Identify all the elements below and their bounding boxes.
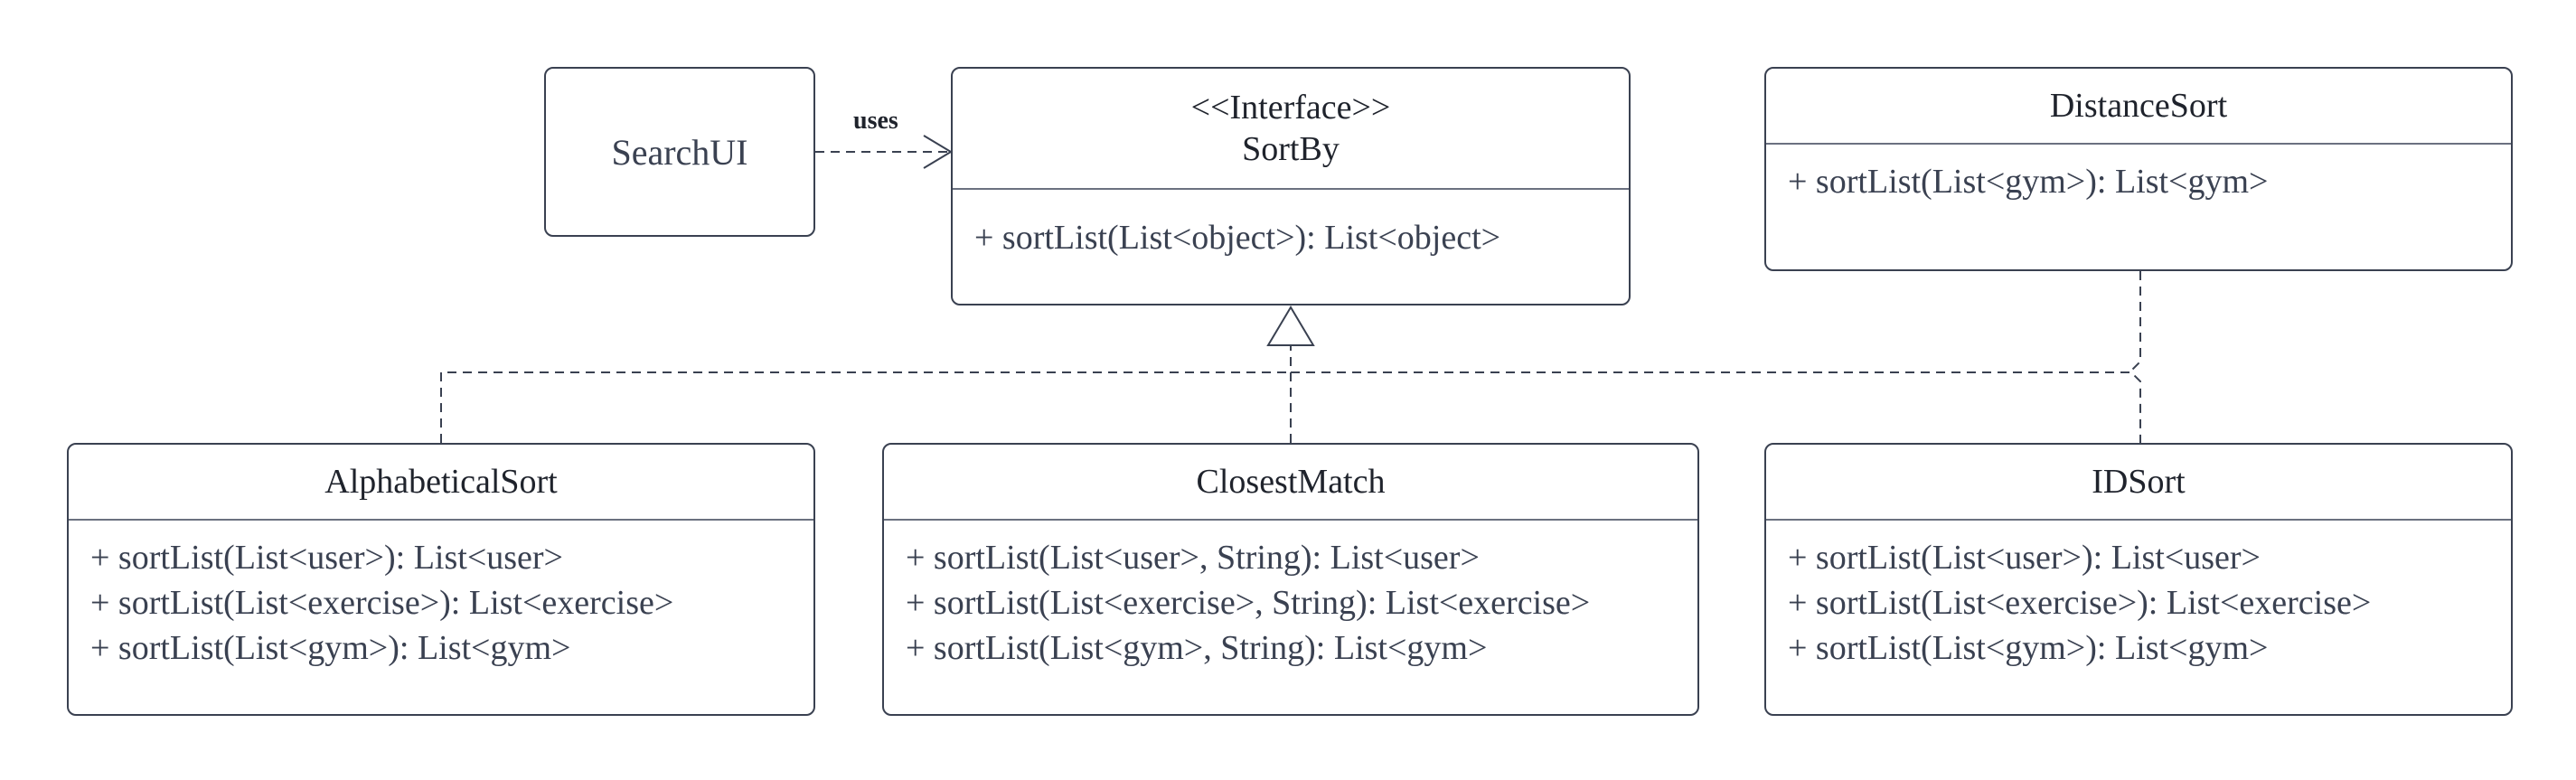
uses-label: uses (853, 107, 898, 135)
class-idsort[interactable]: IDSort + sortList(List<user>): List<user… (1764, 443, 2513, 716)
method-list: + sortList(List<user>): List<user> + sor… (1788, 535, 2502, 671)
method: + sortList(List<gym>): List<gym> (1788, 629, 2269, 667)
class-header: DistanceSort (1766, 69, 2511, 145)
realization-edge-alphabetical (440, 371, 1291, 443)
realization-edge-distancesort (2130, 271, 2141, 371)
class-name: SearchUI (611, 131, 748, 173)
class-header: AlphabeticalSort (69, 445, 813, 521)
class-header: IDSort (1766, 445, 2511, 521)
stereotype: <<Interface>> (1190, 89, 1391, 127)
method-list: + sortList(List<object>): List<object> (974, 215, 1620, 260)
class-closestmatch[interactable]: ClosestMatch + sortList(List<user>, Stri… (882, 443, 1699, 716)
class-searchui[interactable]: SearchUI (544, 67, 815, 237)
method: + sortList(List<user>): List<user> (1788, 539, 2261, 577)
method: + sortList(List<exercise>, String): List… (906, 584, 1591, 622)
class-name: DistanceSort (2049, 87, 2228, 125)
method: + sortList(List<exercise>): List<exercis… (1788, 584, 2372, 622)
realization-triangle (1266, 305, 1315, 346)
class-distancesort[interactable]: DistanceSort + sortList(List<gym>): List… (1764, 67, 2513, 271)
class-name: SortBy (1242, 130, 1340, 168)
method: + sortList(List<gym>): List<gym> (90, 629, 571, 667)
interface-sortby[interactable]: <<Interface>> SortBy + sortList(List<obj… (951, 67, 1631, 305)
method: + sortList(List<user>): List<user> (90, 539, 563, 577)
method: + sortList(List<gym>): List<gym> (1788, 163, 2269, 201)
class-alphabeticalsort[interactable]: AlphabeticalSort + sortList(List<user>):… (67, 443, 815, 716)
class-header: ClosestMatch (884, 445, 1697, 521)
class-header: <<Interface>> SortBy (953, 69, 1629, 190)
realization-edge-idsort (1291, 371, 2141, 443)
method: + sortList(List<gym>, String): List<gym> (906, 629, 1488, 667)
method: + sortList(List<exercise>): List<exercis… (90, 584, 674, 622)
class-name: ClosestMatch (1196, 463, 1386, 501)
method-list: + sortList(List<user>): List<user> + sor… (90, 535, 804, 671)
method: + sortList(List<user>, String): List<use… (906, 539, 1480, 577)
class-name: AlphabeticalSort (324, 463, 558, 501)
method-list: + sortList(List<user>, String): List<use… (906, 535, 1688, 671)
method-list: + sortList(List<gym>): List<gym> (1788, 159, 2502, 204)
method: + sortList(List<object>): List<object> (974, 219, 1501, 257)
class-name: IDSort (2092, 463, 2186, 501)
